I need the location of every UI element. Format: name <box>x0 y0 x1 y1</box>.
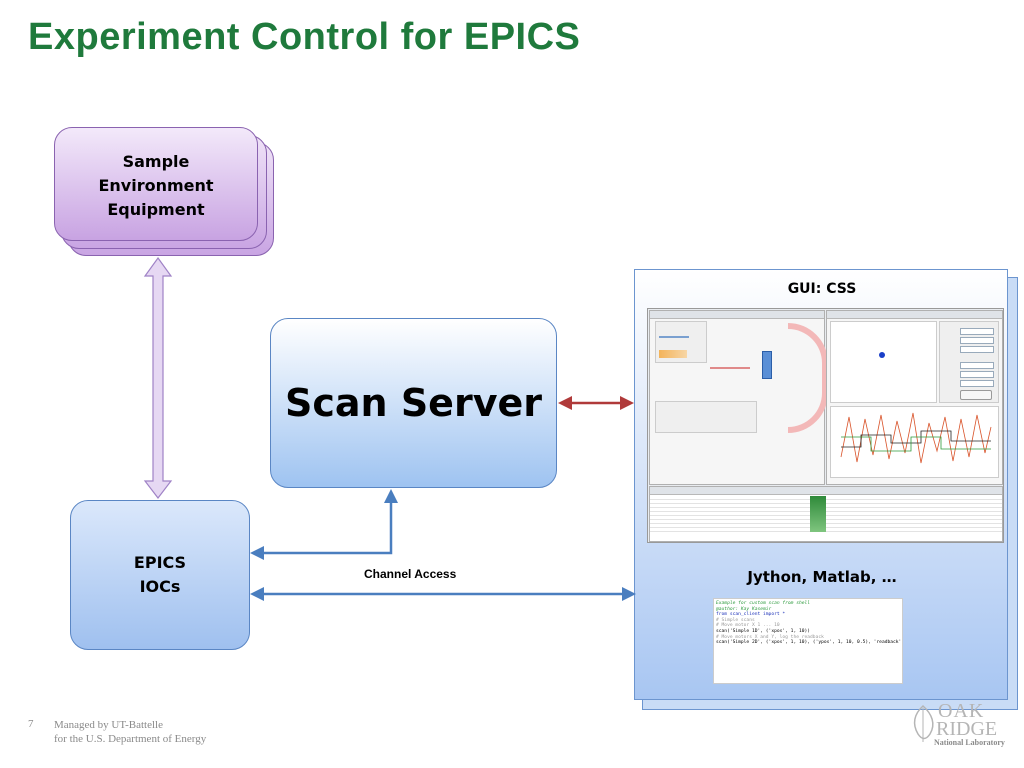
code-line: from scan_client import * <box>716 612 786 618</box>
gui-css-label: GUI: CSS <box>787 281 857 297</box>
screenshot-position-dot <box>879 352 885 358</box>
screenshot-field <box>960 371 994 378</box>
oak-leaf-icon <box>913 704 934 742</box>
channel-access-arrow <box>250 587 636 601</box>
screenshot-tab-bar <box>650 311 824 319</box>
screenshot-go-button <box>960 390 992 400</box>
screenshot-detector <box>788 323 828 433</box>
code-line: # Simple scans <box>716 617 755 623</box>
screenshot-table-row <box>650 508 1002 512</box>
screenshot-field <box>960 362 994 369</box>
screenshot-right-pane <box>826 310 1003 485</box>
footer-line-1: Managed by UT-Battelle <box>54 719 163 731</box>
screenshot-beam <box>710 367 750 369</box>
screenshot-table-row <box>650 520 1002 524</box>
screenshot-scan-table <box>649 486 1003 542</box>
screenshot-left-pane <box>649 310 828 485</box>
epics-line-2: IOCs <box>139 577 181 596</box>
screenshot-field <box>960 337 994 344</box>
page-title: Experiment Control for EPICS <box>28 16 581 58</box>
footer-text: Managed by UT-Battelle for the U.S. Depa… <box>54 718 206 746</box>
screenshot-field <box>960 328 994 335</box>
sample-line-2: Environment <box>98 176 214 195</box>
scan-client-arrow <box>558 396 634 410</box>
sample-epics-arrow <box>143 256 173 499</box>
epics-iocs-box: EPICS IOCs <box>70 500 250 650</box>
logo-line-2: RIDGE <box>936 718 998 740</box>
screenshot-table-row <box>650 528 1002 532</box>
screenshot-table-row <box>650 500 1002 504</box>
screenshot-progress-column <box>810 496 826 532</box>
channel-access-label: Channel Access <box>364 567 457 581</box>
scan-server-label: Scan Server <box>285 381 542 425</box>
screenshot-trend-green <box>841 436 991 452</box>
screenshot-trend-svg <box>840 412 992 464</box>
page-number: 7 <box>28 718 34 730</box>
screenshot-motors-group <box>655 401 757 433</box>
screenshot-tab-bar-2 <box>827 311 1002 319</box>
sample-environment-box: Sample Environment Equipment <box>54 127 258 241</box>
code-line: # Move motor X 1 ... 10 <box>716 623 780 629</box>
screenshot-trend-plot <box>830 406 999 478</box>
jython-matlab-label: Jython, Matlab, … <box>747 568 897 586</box>
scan-server-box: Scan Server <box>270 318 557 488</box>
screenshot-trend-black <box>841 430 991 448</box>
logo-line-3: National Laboratory <box>934 738 1005 747</box>
client-panel: GUI: CSS <box>634 269 1008 700</box>
screenshot-field <box>960 380 994 387</box>
screenshot-progress <box>659 350 687 358</box>
code-line: scan('Simple 2D', ('xpos', 1, 10), ('ypo… <box>716 640 903 646</box>
screenshot-position-plot <box>830 321 937 403</box>
screenshot-table-row <box>650 512 1002 516</box>
oak-ridge-logo: OAK RIDGE National Laboratory <box>908 700 1008 750</box>
screenshot-scan-form <box>939 321 999 403</box>
screenshot-slider <box>659 336 689 338</box>
sample-line-3: Equipment <box>107 200 205 219</box>
code-line: Example for custom scan from shell <box>716 601 811 606</box>
screenshot-device-group <box>655 321 707 363</box>
screenshot-sample <box>762 351 772 379</box>
footer-line-2: for the U.S. Department of Energy <box>54 733 207 745</box>
logo-line-1: OAK <box>938 700 985 722</box>
code-snippet: Example for custom scan from shell@autho… <box>713 598 903 684</box>
code-line: scan('Simple 1D', ('xpos', 1, 10)) <box>716 628 811 634</box>
screenshot-field <box>960 346 994 353</box>
screenshot-table-row <box>650 524 1002 528</box>
screenshot-trend-red <box>840 412 992 464</box>
screenshot-table-row <box>650 496 1002 500</box>
screenshot-table-tab <box>650 487 1002 495</box>
code-line: @author: Kay Kasemir <box>716 606 772 612</box>
epics-scan-arrow <box>250 489 398 560</box>
screenshot-table-row <box>650 504 1002 508</box>
sample-line-1: Sample <box>122 152 190 171</box>
css-screenshot <box>647 308 1004 543</box>
epics-line-1: EPICS <box>133 553 187 572</box>
screenshot-table-row <box>650 516 1002 520</box>
code-line: # Move motors X and Y, log the readback <box>716 634 824 640</box>
